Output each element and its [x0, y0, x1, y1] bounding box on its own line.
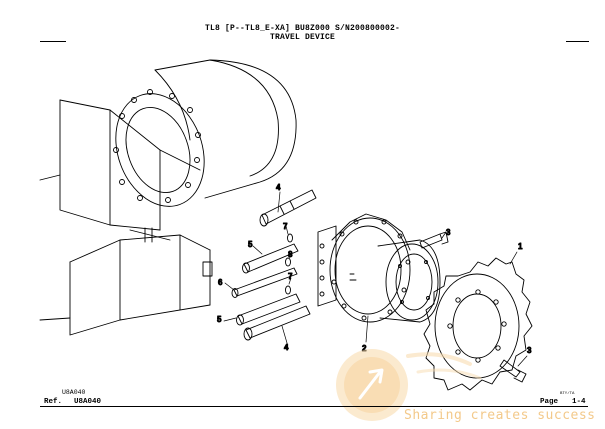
callout-7-lower: 7 — [288, 272, 293, 281]
footer-rule — [40, 406, 588, 407]
page-number: 1-4 — [572, 398, 586, 406]
hydraulic-hose-upper-4 — [259, 189, 317, 227]
o-rings — [285, 233, 293, 295]
page-title-section: TRAVEL DEVICE — [269, 33, 335, 42]
travel-motor — [317, 213, 441, 323]
callout-4-upper: 4 — [276, 183, 281, 192]
callout-2: 2 — [362, 344, 367, 353]
callout-5-lower: 5 — [217, 315, 222, 324]
motor-mount-flange — [113, 89, 205, 207]
leader-lines — [223, 191, 528, 367]
callout-4-lower: 4 — [284, 343, 289, 352]
callout-3-upper: 3 — [446, 228, 451, 237]
header-rule-right — [566, 41, 589, 42]
hydraulic-hose-6 — [231, 267, 298, 298]
chassis-frame — [39, 59, 297, 336]
bolt-lower — [499, 359, 527, 383]
hydraulic-hose-5-upper — [242, 243, 299, 274]
ref-value: U8A040 — [74, 398, 102, 406]
callout-5-upper: 5 — [248, 240, 253, 249]
callout-8: 8 — [288, 250, 293, 259]
callout-6: 6 — [218, 278, 223, 287]
page-title-model: TL8 [P--TL8_E-XA] BU8Z000 S/N200800002- — [204, 24, 401, 33]
ref-code-top: U8A040 — [62, 389, 86, 396]
ref-label: Ref. — [44, 398, 63, 406]
header-rule-left — [40, 41, 66, 42]
hydraulic-hose-lower-4 — [243, 305, 311, 341]
bolt-upper — [419, 231, 449, 249]
callout-3-lower: 3 — [527, 346, 532, 355]
drawing-code: BTY/TA — [560, 392, 575, 396]
callout-7-upper: 7 — [283, 222, 288, 231]
watermark-logo — [336, 349, 482, 421]
hydraulic-hose-5-lower — [236, 293, 301, 326]
watermark-text: Sharing creates success — [404, 408, 596, 423]
callout-1: 1 — [518, 242, 523, 251]
page-label: Page — [540, 398, 559, 406]
